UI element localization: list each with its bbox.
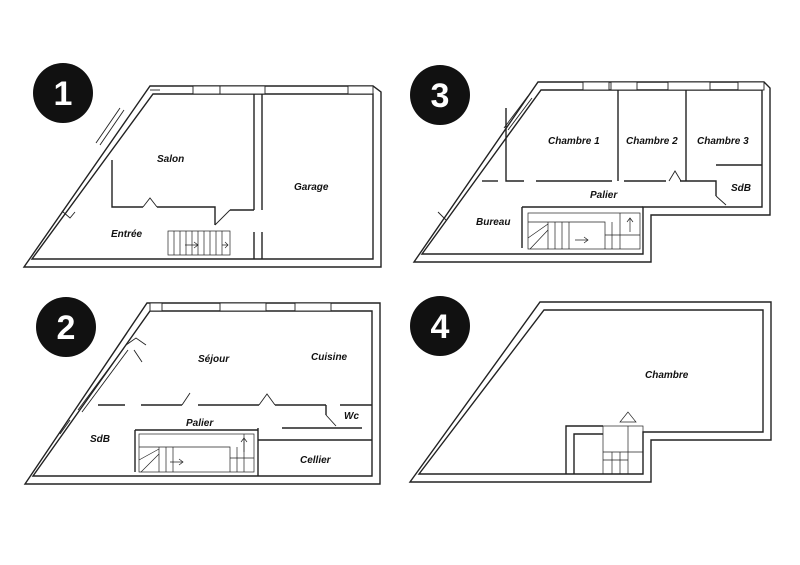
floor-plan-3: 3 Chambre 1 Chambre 2 Chambre 3 Palier	[410, 65, 771, 263]
floor-badge-4	[410, 296, 470, 356]
floor-badge-3	[410, 65, 470, 125]
staircase	[602, 411, 644, 475]
room-label-sdb: SdB	[731, 183, 751, 194]
room-label-sdb: SdB	[90, 434, 110, 445]
window	[219, 302, 267, 312]
room-label-cuisine: Cuisine	[311, 352, 348, 363]
room-label-palier: Palier	[186, 418, 214, 429]
room-label-wc: Wc	[344, 411, 359, 422]
floor-plan-4: 4 Chambre	[408, 296, 772, 483]
room-label-chambre: Chambre	[645, 370, 689, 381]
staircase	[138, 433, 255, 473]
room-label-entree: Entrée	[111, 229, 143, 240]
room-label-garage: Garage	[294, 182, 329, 193]
wall-partition	[253, 94, 263, 210]
floor-badge-1-number: 1	[54, 75, 73, 113]
staircase	[167, 230, 231, 256]
room-label-salon: Salon	[157, 154, 184, 165]
outer-wall	[23, 302, 381, 485]
floor-badge-2	[36, 297, 96, 357]
room-label-chambre-1: Chambre 1	[548, 136, 600, 147]
floor-badge-2-number: 2	[57, 309, 76, 347]
room-label-bureau: Bureau	[476, 217, 510, 228]
outer-wall	[22, 85, 382, 268]
floor-badge-1	[33, 63, 93, 123]
room-label-cellier: Cellier	[300, 455, 332, 466]
floor-plan-2: 2 Séjour Cuisine Palier Wc SdB Cellier	[23, 297, 381, 485]
floor-badge-4-number: 4	[431, 308, 450, 346]
outer-wall	[412, 81, 771, 263]
window	[192, 85, 221, 95]
room-label-palier: Palier	[590, 190, 618, 201]
room-label-chambre-2: Chambre 2	[626, 136, 678, 147]
outer-wall	[408, 301, 772, 483]
staircase	[527, 212, 641, 250]
floor-plan-1: 1 Salon Garage Entrée	[22, 63, 382, 268]
room-label-chambre-3: Chambre 3	[697, 136, 749, 147]
floor-badge-3-number: 3	[431, 77, 450, 115]
room-label-sejour: Séjour	[198, 354, 230, 365]
window	[582, 81, 610, 91]
